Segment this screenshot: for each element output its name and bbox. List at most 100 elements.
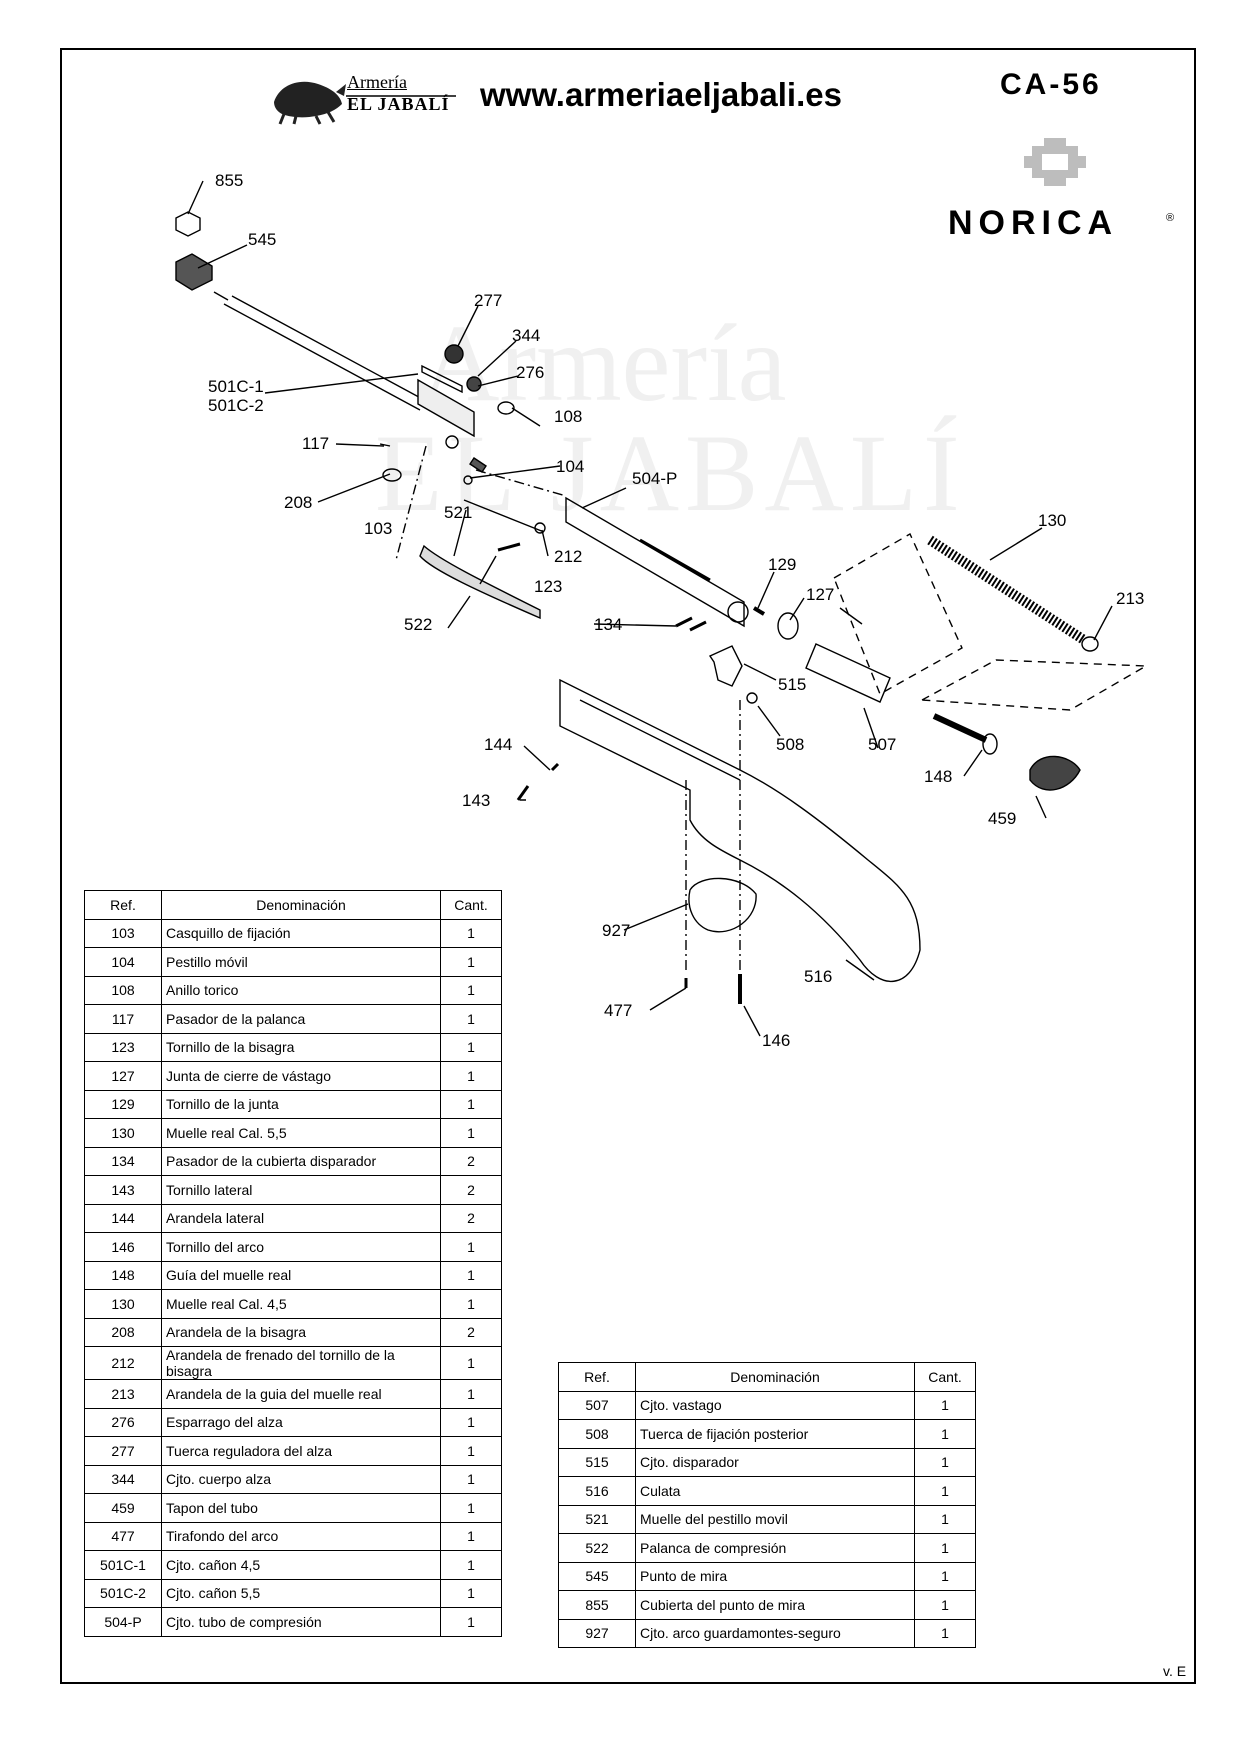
cell-cant: 1 (440, 1289, 502, 1319)
cell-denominacion: Punto de mira (635, 1561, 915, 1591)
cell-denominacion: Tornillo de la junta (161, 1089, 441, 1119)
callout-146: 146 (762, 1031, 790, 1050)
page-frame (60, 48, 1196, 1684)
callout-108: 108 (554, 407, 582, 426)
spring-guide-head-part (982, 733, 998, 755)
callout-344: 344 (512, 326, 540, 345)
callout-477: 477 (604, 1001, 632, 1020)
hinge-screw-part (497, 542, 521, 552)
callout-123: 123 (534, 577, 562, 596)
cell-ref: 129 (84, 1089, 162, 1119)
trigger-pins-part (675, 616, 707, 632)
cell-ref: 521 (558, 1504, 636, 1534)
o-ring-part (497, 401, 515, 415)
cell-ref: 522 (558, 1533, 636, 1563)
callout-129: 129 (768, 555, 796, 574)
compression-tube-part (565, 496, 745, 628)
rear-sight-screw-part (466, 376, 482, 392)
cell-cant: 1 (914, 1476, 976, 1506)
header-cant: Cant. (914, 1362, 976, 1392)
cell-denominacion: Cjto. cañon 5,5 (161, 1578, 441, 1608)
cell-denominacion: Pestillo móvil (161, 947, 441, 977)
cell-cant: 1 (440, 1004, 502, 1034)
cell-ref: 208 (84, 1317, 162, 1347)
piston-seal-part (777, 612, 799, 640)
cell-denominacion: Cjto. tubo de compresión (161, 1607, 441, 1637)
cell-denominacion: Tornillo de la bisagra (161, 1032, 441, 1062)
cell-cant: 1 (440, 918, 502, 948)
cell-denominacion: Cjto. vastago (635, 1390, 915, 1420)
cell-cant: 1 (914, 1419, 976, 1449)
cell-ref: 134 (84, 1146, 162, 1176)
cell-denominacion: Cjto. arco guardamontes-seguro (635, 1618, 915, 1648)
callout-501C-1: 501C-1 (208, 377, 264, 396)
callout-545: 545 (248, 230, 276, 249)
cell-ref: 927 (558, 1618, 636, 1648)
cell-cant: 1 (914, 1561, 976, 1591)
cell-denominacion: Pasador de la cubierta disparador (161, 1146, 441, 1176)
cell-ref: 130 (84, 1118, 162, 1148)
seal-screw-part (752, 606, 766, 616)
cell-cant: 1 (440, 1607, 502, 1637)
norica-emblem-icon (1024, 138, 1086, 186)
lever-pin-part (379, 443, 391, 447)
cell-ref: 143 (84, 1175, 162, 1205)
callout-148: 148 (924, 767, 952, 786)
front-sight-cover-part (175, 211, 201, 237)
cell-cant: 1 (440, 1089, 502, 1119)
cell-cant: 1 (914, 1590, 976, 1620)
cell-cant: 1 (440, 1346, 502, 1380)
brand-name-bottom: EL JABALÍ (347, 94, 450, 114)
rear-sight-part (421, 364, 463, 394)
cell-denominacion: Arandela de la guia del muelle real (161, 1379, 441, 1409)
cell-ref: 127 (84, 1061, 162, 1091)
cell-cant: 2 (440, 1203, 502, 1233)
cell-denominacion: Esparrago del alza (161, 1407, 441, 1437)
cell-denominacion: Arandela de frenado del tornillo de la b… (161, 1346, 441, 1380)
cell-ref: 146 (84, 1232, 162, 1262)
cell-ref: 108 (84, 975, 162, 1005)
header-ref: Ref. (84, 890, 162, 920)
callout-507: 507 (868, 735, 896, 754)
cell-denominacion: Muelle real Cal. 5,5 (161, 1118, 441, 1148)
website-url: www.armeriaeljabali.es (480, 76, 842, 113)
cell-ref: 501C-1 (84, 1550, 162, 1580)
cell-denominacion: Cjto. cañon 4,5 (161, 1550, 441, 1580)
mainspring-part (927, 535, 1087, 645)
callout-144: 144 (484, 735, 512, 754)
cell-cant: 1 (440, 1436, 502, 1466)
cell-ref: 213 (84, 1379, 162, 1409)
cell-denominacion: Tirafondo del arco (161, 1521, 441, 1551)
table-header-row: Ref. Denominación Cant. (84, 890, 502, 920)
cell-denominacion: Cjto. disparador (635, 1447, 915, 1477)
callout-459: 459 (988, 809, 1016, 828)
cell-cant: 1 (440, 1550, 502, 1580)
cell-ref: 123 (84, 1032, 162, 1062)
cell-ref: 103 (84, 918, 162, 948)
callout-927: 927 (602, 921, 630, 940)
callout-143: 143 (462, 791, 490, 810)
callout-501C-2: 501C-2 (208, 396, 264, 415)
cell-denominacion: Guía del muelle real (161, 1260, 441, 1290)
hinge-washer-part (382, 468, 402, 482)
header-denominacion: Denominación (161, 890, 441, 920)
